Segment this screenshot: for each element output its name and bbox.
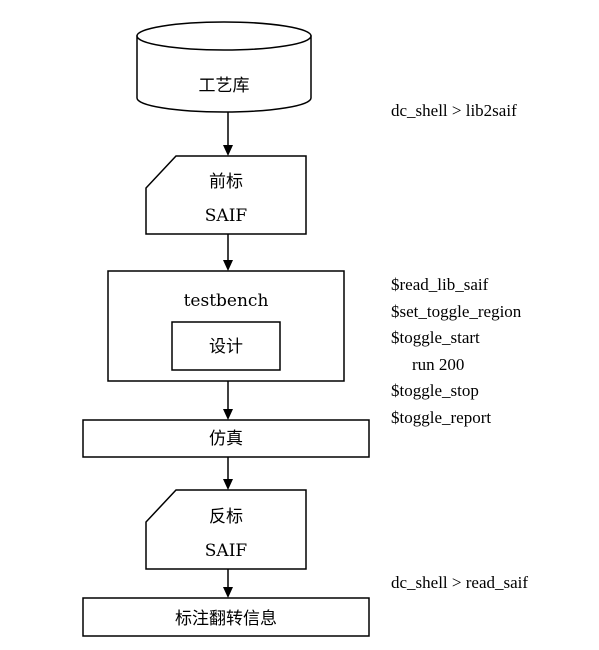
connector-backward-to-annotate <box>223 569 233 598</box>
annotate-toggle-label: 标注翻转信息 <box>175 609 277 629</box>
command-step: $read_lib_saif <box>391 275 489 294</box>
simulation-box: 仿真 <box>82 419 370 458</box>
connector-testbench-to-simulation <box>223 381 233 420</box>
connector-library-to-forward <box>223 112 233 156</box>
process-library-label: 工艺库 <box>199 76 250 96</box>
command-step: $set_toggle_region <box>391 302 522 321</box>
testbench-box: testbench 设计 <box>107 270 345 382</box>
backward-saif-subtitle: SAIF <box>205 541 248 561</box>
command-step: $toggle_report <box>391 408 491 427</box>
simulation-command-list: $read_lib_saif $set_toggle_region $toggl… <box>391 275 522 427</box>
annotate-toggle-box: 标注翻转信息 <box>82 597 370 637</box>
command-step: run 200 <box>412 355 464 374</box>
design-box <box>171 321 281 371</box>
backward-saif-title: 反标 <box>209 507 243 527</box>
forward-saif-card: 前标 SAIF <box>145 155 307 235</box>
forward-saif-subtitle: SAIF <box>205 206 248 226</box>
connector-forward-to-testbench <box>223 234 233 271</box>
simulation-label: 仿真 <box>209 429 243 449</box>
backward-saif-card: 反标 SAIF <box>145 489 307 570</box>
testbench-label: testbench <box>184 291 269 311</box>
connector-simulation-to-backward <box>223 457 233 490</box>
command-step: $toggle_stop <box>391 381 479 400</box>
read-saif-command: dc_shell > read_saif <box>391 573 528 592</box>
lib2saif-command: dc_shell > lib2saif <box>391 101 517 120</box>
design-label: 设计 <box>209 337 243 357</box>
forward-saif-title: 前标 <box>209 172 243 192</box>
command-step: $toggle_start <box>391 328 480 347</box>
process-library-cylinder: 工艺库 <box>136 21 312 113</box>
